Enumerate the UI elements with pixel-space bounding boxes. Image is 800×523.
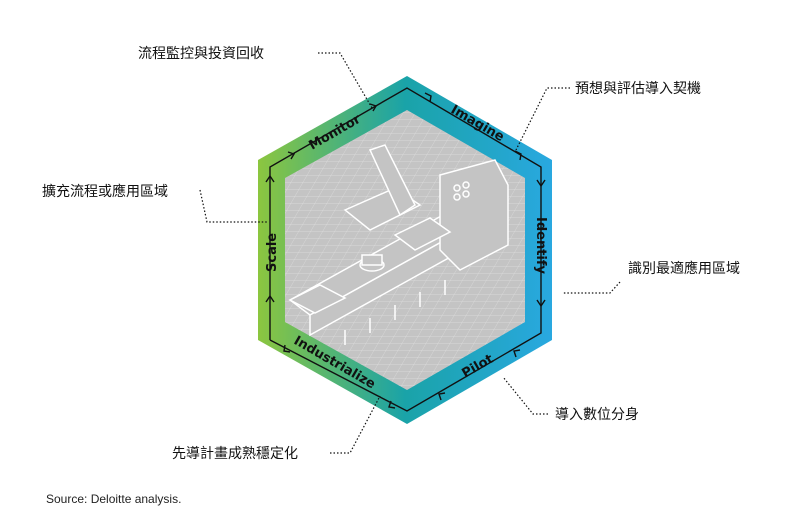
annotation-imagine: 預想與評估導入契機 [575, 81, 701, 97]
stage-identify[interactable]: Identify [533, 217, 548, 275]
annotation-identify: 識別最適應用區域 [628, 261, 740, 277]
stage-scale[interactable]: Scale [265, 233, 280, 272]
annotation-monitor: 流程監控與投資回收 [138, 46, 264, 62]
flow-arrows [265, 92, 546, 409]
factory-illustration [288, 144, 509, 345]
leader-lines [199, 52, 621, 454]
annotation-pilot: 導入數位分身 [555, 407, 639, 423]
flow-path [269, 87, 542, 412]
annotation-scale: 擴充流程或應用區域 [42, 184, 168, 200]
source-note: Source: Deloitte analysis. [46, 492, 182, 506]
annotation-industrialize: 先導計畫成熟穩定化 [172, 446, 298, 462]
